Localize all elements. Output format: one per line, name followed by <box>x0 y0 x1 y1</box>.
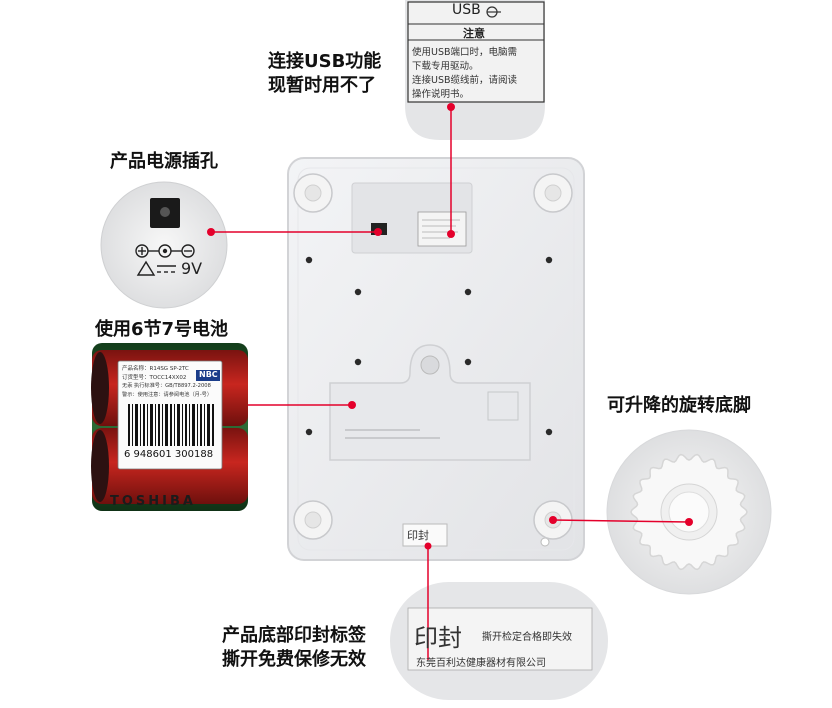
seal-label-closeup <box>390 582 608 700</box>
battery-badge-text: NBC <box>199 370 218 379</box>
usb-notice-closeup <box>405 0 545 140</box>
screw-hole <box>545 256 553 264</box>
callout-dot <box>447 230 455 238</box>
screw-hole <box>354 288 362 296</box>
battery-label-line1: 产品名称：R14SG SP-2TC <box>122 366 189 372</box>
foot-closeup <box>606 429 772 595</box>
callout-usb-line2: 现暂时用不了 <box>268 75 376 96</box>
battery-barcode-number: 6 948601 300188 <box>124 449 214 460</box>
callout-seal-line2: 撕开免费保修无效 <box>222 649 366 670</box>
callout-dot <box>348 401 356 409</box>
polarity-minus-icon <box>181 244 195 258</box>
warning-icon <box>136 260 156 276</box>
barcode <box>128 404 214 446</box>
screw-hole <box>305 256 313 264</box>
screw-hole <box>305 428 313 436</box>
battery-label-line4: 警示：使用注意：请参阅电池（月-号） <box>122 392 213 398</box>
screw-hole <box>354 358 362 366</box>
callout-dot <box>549 516 557 524</box>
usb-notice-line2: 下载专用驱动。 <box>412 61 479 72</box>
screw-hole <box>464 358 472 366</box>
power-jack-closeup <box>100 181 228 309</box>
device-seal-text: 印封 <box>407 529 429 542</box>
callout-usb-line1: 连接USB功能 <box>268 51 382 72</box>
usb-notice-heading: 注意 <box>463 27 485 40</box>
battery-label-line2: 订货型号：TOCC14XX02 <box>122 375 187 381</box>
callout-dot <box>424 542 432 550</box>
usb-title: USB <box>452 2 481 18</box>
seal-text-2: 东莞百利达健康器材有限公司 <box>416 658 546 669</box>
battery-pack <box>91 343 248 511</box>
callout-line-foot <box>552 519 690 523</box>
battery-brand: TOSHIBA <box>110 494 196 509</box>
battery-badge <box>196 370 220 381</box>
callout-feet: 可升降的旋转底脚 <box>607 395 751 416</box>
seal-text-1: 撕开检定合格即失效 <box>482 632 572 643</box>
usb-mini-label <box>417 211 467 247</box>
usb-notice-line1: 使用USB端口时，电脑需 <box>412 47 518 58</box>
power-rating: 9V <box>181 259 203 278</box>
screw-hole <box>545 428 553 436</box>
callout-dot <box>374 228 382 236</box>
usb-notice-line3: 连接USB缆线前，请阅读 <box>412 75 518 86</box>
seal-big-text: 印封 <box>414 624 462 652</box>
usb-notice-line4: 操作说明书。 <box>412 89 470 100</box>
screw-hole <box>464 288 472 296</box>
callout-power: 产品电源插孔 <box>110 151 218 172</box>
battery-cover <box>329 344 531 461</box>
battery-label-line3: 无汞 执行标准号：GB/T8897.2-2008 <box>122 383 211 389</box>
callout-seal-line1: 产品底部印封标签 <box>222 625 366 646</box>
scale-bottom-body <box>287 157 585 561</box>
callout-battery: 使用6节7号电池 <box>95 319 229 340</box>
